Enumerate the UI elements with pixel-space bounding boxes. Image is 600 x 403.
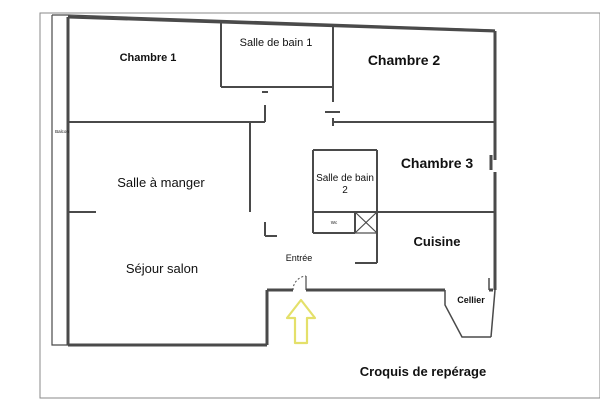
wc-cross-icon xyxy=(354,211,378,234)
room-label-wc: Wc xyxy=(331,220,338,225)
room-label-balcon: Balcon xyxy=(55,129,69,134)
drawing-frame xyxy=(39,12,600,399)
entrance-arrow-icon xyxy=(285,298,317,345)
room-label-chambre-2: Chambre 2 xyxy=(368,52,441,68)
room-label-entree: Entrée xyxy=(286,253,313,263)
room-label-chambre-1: Chambre 1 xyxy=(120,52,177,64)
plan-caption: Croquis de repérage xyxy=(360,364,486,379)
interior-walls xyxy=(68,20,495,291)
exterior-walls xyxy=(66,15,497,347)
room-label-cellier: Cellier xyxy=(457,295,485,305)
room-label-salle-de-bain-2: Salle de bain xyxy=(316,173,374,184)
room-label-salle-a-manger: Salle à manger xyxy=(117,175,205,190)
room-label-salle-de-bain-1: Salle de bain 1 xyxy=(240,37,313,49)
room-label-cuisine: Cuisine xyxy=(414,234,461,249)
door-arc-icon xyxy=(292,275,307,291)
room-label-salle-de-bain-2-number: 2 xyxy=(342,185,348,196)
room-label-chambre-3: Chambre 3 xyxy=(401,155,474,171)
room-label-sejour-salon: Séjour salon xyxy=(126,261,198,276)
